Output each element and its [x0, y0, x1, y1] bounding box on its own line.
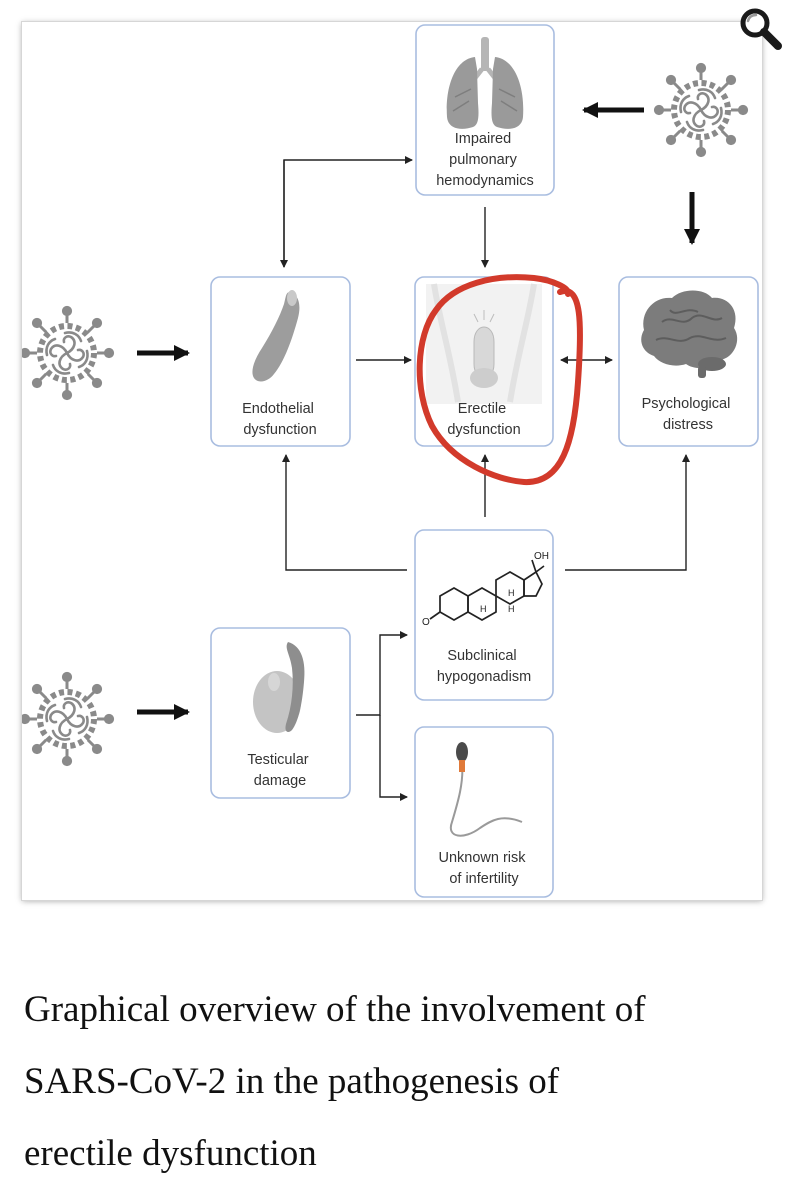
- testis-icon: [253, 642, 305, 733]
- figure-panel: OH O H H H Impaired pulmonary hemodynami…: [22, 22, 762, 900]
- testicular-to-infertility-arrow: [379, 715, 408, 801]
- psychological-label: Psychological distress: [642, 396, 735, 433]
- figure-caption: Graphical overview of the involvement of…: [24, 974, 764, 1190]
- endothelial-label: Endothelial dysfunction: [242, 401, 318, 438]
- hydroxyl-label: OH: [534, 551, 549, 562]
- infertility-box: [414, 726, 554, 898]
- pulmonary-label: Impaired pulmonary hemodynamics: [436, 131, 534, 189]
- hydrogen-label: H: [508, 588, 515, 598]
- hydrogen-label: H: [480, 604, 487, 614]
- caption-line: erectile dysfunction: [24, 1133, 317, 1174]
- brain-icon: [641, 290, 738, 378]
- sperm-icon: [449, 742, 523, 837]
- pelvis-icon: [426, 283, 542, 404]
- endothelial-to-pulmonary-arrow: [283, 156, 413, 267]
- testosterone-molecule-icon: [429, 559, 545, 621]
- virus-icon: [22, 307, 113, 398]
- hypogonadism-to-psychological-arrow: [565, 454, 690, 571]
- hypogonadism-label: Subclinical hypogonadism: [437, 648, 531, 685]
- pathogenesis-diagram: OH O H H H Impaired pulmonary hemodynami…: [22, 24, 759, 898]
- testicular-label: Testicular damage: [247, 752, 312, 789]
- hypogonadism-to-endothelial-arrow: [282, 454, 407, 571]
- virus-icon: [22, 673, 113, 764]
- infertility-label: Unknown risk of infertility: [438, 850, 529, 887]
- pulmonary-box: [415, 24, 555, 196]
- hydrogen-label: H: [508, 604, 515, 614]
- testicular-to-hypogonadism-arrow: [356, 631, 408, 716]
- ketone-label: O: [422, 617, 430, 628]
- magnifier-icon[interactable]: [738, 6, 784, 52]
- hypogonadism-box: [414, 529, 554, 701]
- caption-line: Graphical overview of the involvement of: [24, 989, 646, 1030]
- lungs-icon: [446, 37, 524, 129]
- caption-line: SARS-CoV-2 in the pathogenesis of: [24, 1061, 560, 1102]
- highlight-circle: [416, 274, 583, 486]
- blood-vessel-icon: [252, 290, 300, 382]
- erectile-label: Erectile dysfunction: [447, 401, 520, 438]
- virus-icon: [655, 64, 746, 155]
